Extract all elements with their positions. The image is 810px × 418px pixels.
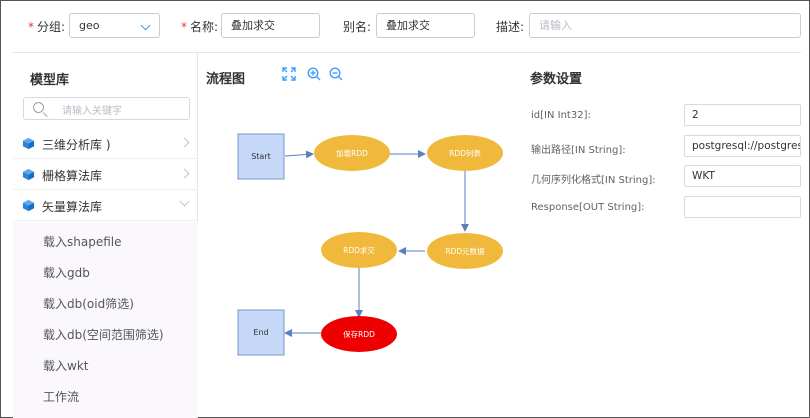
params-title: 参数设置 <box>530 72 583 87</box>
flow-node-rdd-list-label: RDD列表 <box>449 148 481 158</box>
fullscreen-icon[interactable] <box>282 67 296 81</box>
list-item-load-db-oid[interactable]: 载入db(oid筛选) <box>43 297 134 311</box>
list-item-load-gdb[interactable]: 载入gdb <box>43 266 90 280</box>
description-placeholder: 请输入 <box>539 19 572 32</box>
flow-node-rdd-meta[interactable]: RDD元数据 <box>427 233 503 269</box>
library-label: 三维分析库 ) <box>42 138 111 152</box>
name-label-text: 名称: <box>190 20 219 34</box>
param-value-geometry-format: WKT <box>692 170 715 182</box>
list-item-workflow[interactable]: 工作流 <box>43 390 80 404</box>
alias-label: 别名: <box>343 20 372 34</box>
cube-icon <box>22 199 35 212</box>
cube-icon <box>22 137 35 150</box>
required-mark: * <box>28 20 34 34</box>
flow-title: 流程图 <box>206 72 246 87</box>
flow-node-rdd-intersect-label: RDD求交 <box>343 245 375 255</box>
group-label: *分组: <box>28 18 65 35</box>
group-select[interactable]: geo <box>69 13 160 38</box>
library-item-raster[interactable]: 栅格算法库 <box>13 159 198 190</box>
flow-node-save-rdd-label: 保存RDD <box>343 329 375 339</box>
group-select-value: geo <box>79 19 100 32</box>
sidebar-title: 模型库 <box>30 73 70 88</box>
list-item-load-shapefile[interactable]: 载入shapefile <box>43 235 122 249</box>
group-label-text: 分组: <box>37 20 66 34</box>
chevron-right-icon <box>179 137 190 148</box>
flow-node-save-rdd[interactable]: 保存RDD <box>321 316 397 352</box>
list-item-load-db-extent[interactable]: 载入db(空间范围筛选) <box>43 328 164 342</box>
flow-node-start-label: Start <box>251 152 271 161</box>
search-icon <box>33 102 44 113</box>
top-toolbar: *分组: geo *名称: 叠加求交 别名: 叠加求交 描述: 请输入 <box>1 1 810 53</box>
flow-node-rdd-meta-label: RDD元数据 <box>445 246 485 256</box>
sidebar-search-input[interactable]: 请输入关键字 <box>23 97 190 120</box>
flow-node-end[interactable]: End <box>237 309 285 356</box>
param-input-id[interactable]: 2 <box>684 104 801 126</box>
param-input-response[interactable] <box>684 196 801 218</box>
param-label-geometry-format: 几何序列化格式[IN String]: <box>531 175 656 186</box>
alias-input[interactable]: 叠加求交 <box>376 13 475 38</box>
zoom-out-icon[interactable] <box>329 67 343 81</box>
model-library-sidebar: 模型库 请输入关键字 三维分析库 ) 栅格算法库 <box>13 53 198 418</box>
flow-node-end-label: End <box>253 328 268 337</box>
flow-edges <box>284 150 469 337</box>
param-input-output-path[interactable]: postgresql://postgres/po <box>684 135 801 157</box>
flow-node-load-rdd-label: 加载RDD <box>336 148 368 158</box>
param-value-output-path: postgresql://postgres/po <box>692 140 800 152</box>
flow-node-start[interactable]: Start <box>237 133 285 180</box>
name-label: *名称: <box>181 18 218 35</box>
required-mark: * <box>181 20 187 34</box>
description-input[interactable]: 请输入 <box>529 13 801 38</box>
chevron-down-icon <box>140 20 151 31</box>
param-label-response: Response[OUT String]: <box>531 202 645 213</box>
library-label: 栅格算法库 <box>42 169 103 183</box>
edge-start-load <box>284 150 314 159</box>
library-item-vector[interactable]: 矢量算法库 <box>13 190 198 221</box>
flow-node-load-rdd[interactable]: 加载RDD <box>314 135 390 171</box>
param-value-id: 2 <box>692 109 699 121</box>
param-input-geometry-format[interactable]: WKT <box>684 165 801 187</box>
name-input-value: 叠加求交 <box>231 19 275 32</box>
param-label-id: id[IN Int32]: <box>531 110 591 121</box>
chevron-right-icon <box>179 168 190 179</box>
param-label-output-path: 输出路径[IN String]: <box>531 145 626 156</box>
desc-label: 描述: <box>496 20 525 34</box>
search-placeholder: 请输入关键字 <box>62 106 122 117</box>
alias-input-value: 叠加求交 <box>386 19 430 32</box>
cube-icon <box>22 168 35 181</box>
zoom-in-icon[interactable] <box>307 67 321 81</box>
library-label: 矢量算法库 <box>42 200 103 214</box>
toolbar-divider <box>13 52 801 53</box>
name-input[interactable]: 叠加求交 <box>221 13 320 38</box>
flow-node-rdd-intersect[interactable]: RDD求交 <box>321 232 397 268</box>
flow-node-rdd-list[interactable]: RDD列表 <box>427 135 503 171</box>
vector-library-items: 载入shapefile 载入gdb 载入db(oid筛选) 载入db(空间范围筛… <box>13 222 198 418</box>
list-item-load-wkt[interactable]: 载入wkt <box>43 359 89 373</box>
flow-diagram-canvas[interactable]: Start End 加载RDD RDD列表 RDD元数据 RDD求交 保存RDD <box>199 91 519 418</box>
chevron-down-icon <box>179 196 190 207</box>
library-item-3d-analysis[interactable]: 三维分析库 ) <box>13 128 198 159</box>
